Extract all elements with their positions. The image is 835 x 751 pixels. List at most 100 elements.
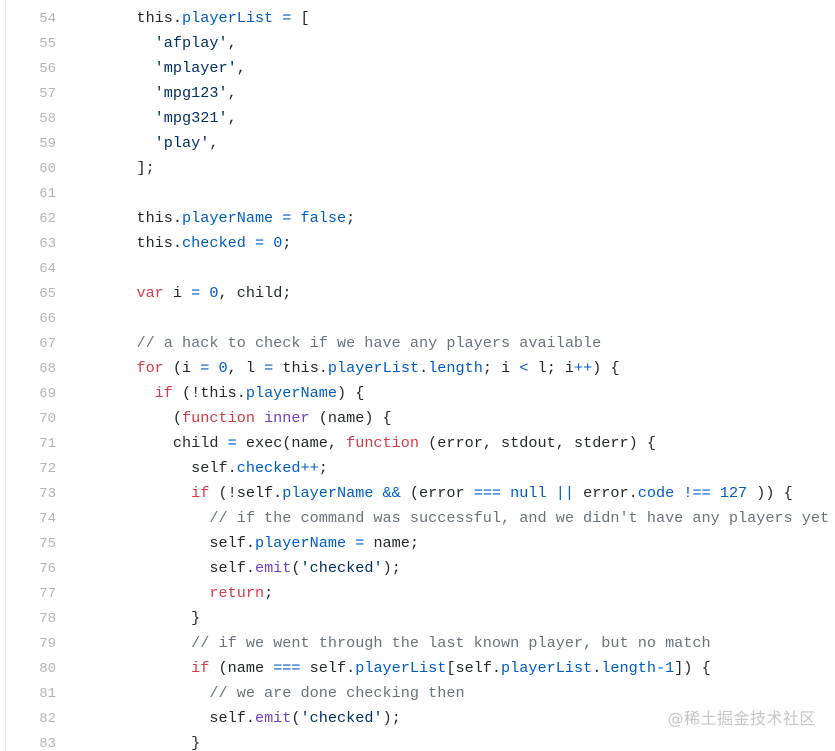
code-token: this. [100,9,183,27]
code-token: exec(name, [236,434,347,452]
code-line: 81 // we are done checking then [0,681,835,706]
line-source: for (i = 0, l = this.playerList.length; … [56,356,620,381]
line-number: 58 [39,111,56,127]
code-token: (error [400,484,474,502]
code-token: = [191,284,201,302]
code-token: playerList [355,659,447,677]
line-number: 66 [39,311,56,327]
code-token: (i [163,359,201,377]
code-token: code [637,484,675,502]
code-token: || [546,484,574,502]
code-token: ); [382,709,401,727]
code-token: function [346,434,420,452]
code-token: // we are done checking then [100,684,465,702]
line-number: 60 [39,161,56,177]
code-line: 68 for (i = 0, l = this.playerList.lengt… [0,356,835,381]
code-token: 'play' [100,134,210,152]
code-token: emit [254,559,292,577]
code-token: if [100,384,173,402]
code-token: // if we went through the last known pla… [100,634,711,652]
line-source: // if the command was successful, and we… [56,506,829,531]
code-line: 80 if (name === self.playerList[self.pla… [0,656,835,681]
code-token: = [264,359,274,377]
code-line: 59 'play', [0,131,835,156]
code-token: 'mpg321' [100,109,228,127]
line-source: this.checked = 0; [56,231,291,256]
code-token: === [273,659,301,677]
code-token: . [592,659,602,677]
code-token: function [182,409,255,427]
code-line: 56 'mplayer', [0,56,835,81]
code-token: 'checked' [300,709,383,727]
code-line: 78 } [0,606,835,631]
line-source: self.emit('checked'); [56,706,401,731]
code-token: = [273,209,301,227]
code-line: 69 if (!this.playerName) { [0,381,835,406]
line-number: 74 [39,511,56,527]
code-line: 67 // a hack to check if we have any pla… [0,331,835,356]
code-token: playerName [245,384,337,402]
code-token: [ [300,9,310,27]
code-token: name; [364,534,420,552]
code-token: length [601,659,656,677]
line-source: 'mplayer', [56,56,246,81]
line-source: 'mpg123', [56,81,237,106]
code-token: self. [300,659,356,677]
code-line: 58 'mpg321', [0,106,835,131]
code-block[interactable]: 54 this.playerList = [55 'afplay',56 'mp… [0,6,835,751]
code-token: , [236,59,246,77]
code-token: ++ [300,459,319,477]
code-token: ]) { [674,659,711,677]
code-token: var [100,284,164,302]
code-token: } [100,609,201,627]
code-line: 70 (function inner (name) { [0,406,835,431]
code-token: 1 [665,659,675,677]
code-token: 127 [710,484,748,502]
line-source: 'play', [56,131,219,156]
line-number: 72 [39,461,56,477]
line-number: 83 [39,736,56,751]
code-token: inner [254,409,310,427]
code-token: 0 [273,234,283,252]
line-number: 65 [39,286,56,302]
line-source: self.checked++; [56,456,328,481]
code-token: // a hack to check if we have any player… [100,334,602,352]
code-token: ) { [592,359,620,377]
code-line: 62 this.playerName = false; [0,206,835,231]
code-line: 54 this.playerList = [ [0,6,835,31]
code-token: checked [236,459,301,477]
code-token: ); [382,559,401,577]
code-token: playerList [501,659,593,677]
line-source: // a hack to check if we have any player… [56,331,601,356]
code-token: 0 [200,284,219,302]
line-source: self.playerName = name; [56,531,419,556]
code-token: , [227,84,237,102]
code-token: = [227,434,237,452]
code-token: self. [100,709,255,727]
line-source: child = exec(name, function (error, stdo… [56,431,656,456]
code-token: for [100,359,164,377]
code-line: 64 [0,256,835,281]
code-line: 60 ]; [0,156,835,181]
line-source: // we are done checking then [56,681,465,706]
code-token: , [209,134,219,152]
code-line: 83 } [0,731,835,751]
code-line: 77 return; [0,581,835,606]
code-token: i [163,284,192,302]
code-token: . [419,359,429,377]
code-token: 'mplayer' [100,59,237,77]
code-token: playerList [182,9,274,27]
code-line: 72 self.checked++; [0,456,835,481]
line-source: if (name === self.playerList[self.player… [56,656,711,681]
code-token: - [656,659,666,677]
code-token: ; [318,459,328,477]
line-number: 69 [39,386,56,402]
line-source: this.playerList = [ [56,6,310,31]
line-number: 62 [39,211,56,227]
code-token: child [100,434,228,452]
code-token: playerName [282,484,374,502]
line-number: 71 [39,436,56,452]
line-number: 73 [39,486,56,502]
line-number: 76 [39,561,56,577]
